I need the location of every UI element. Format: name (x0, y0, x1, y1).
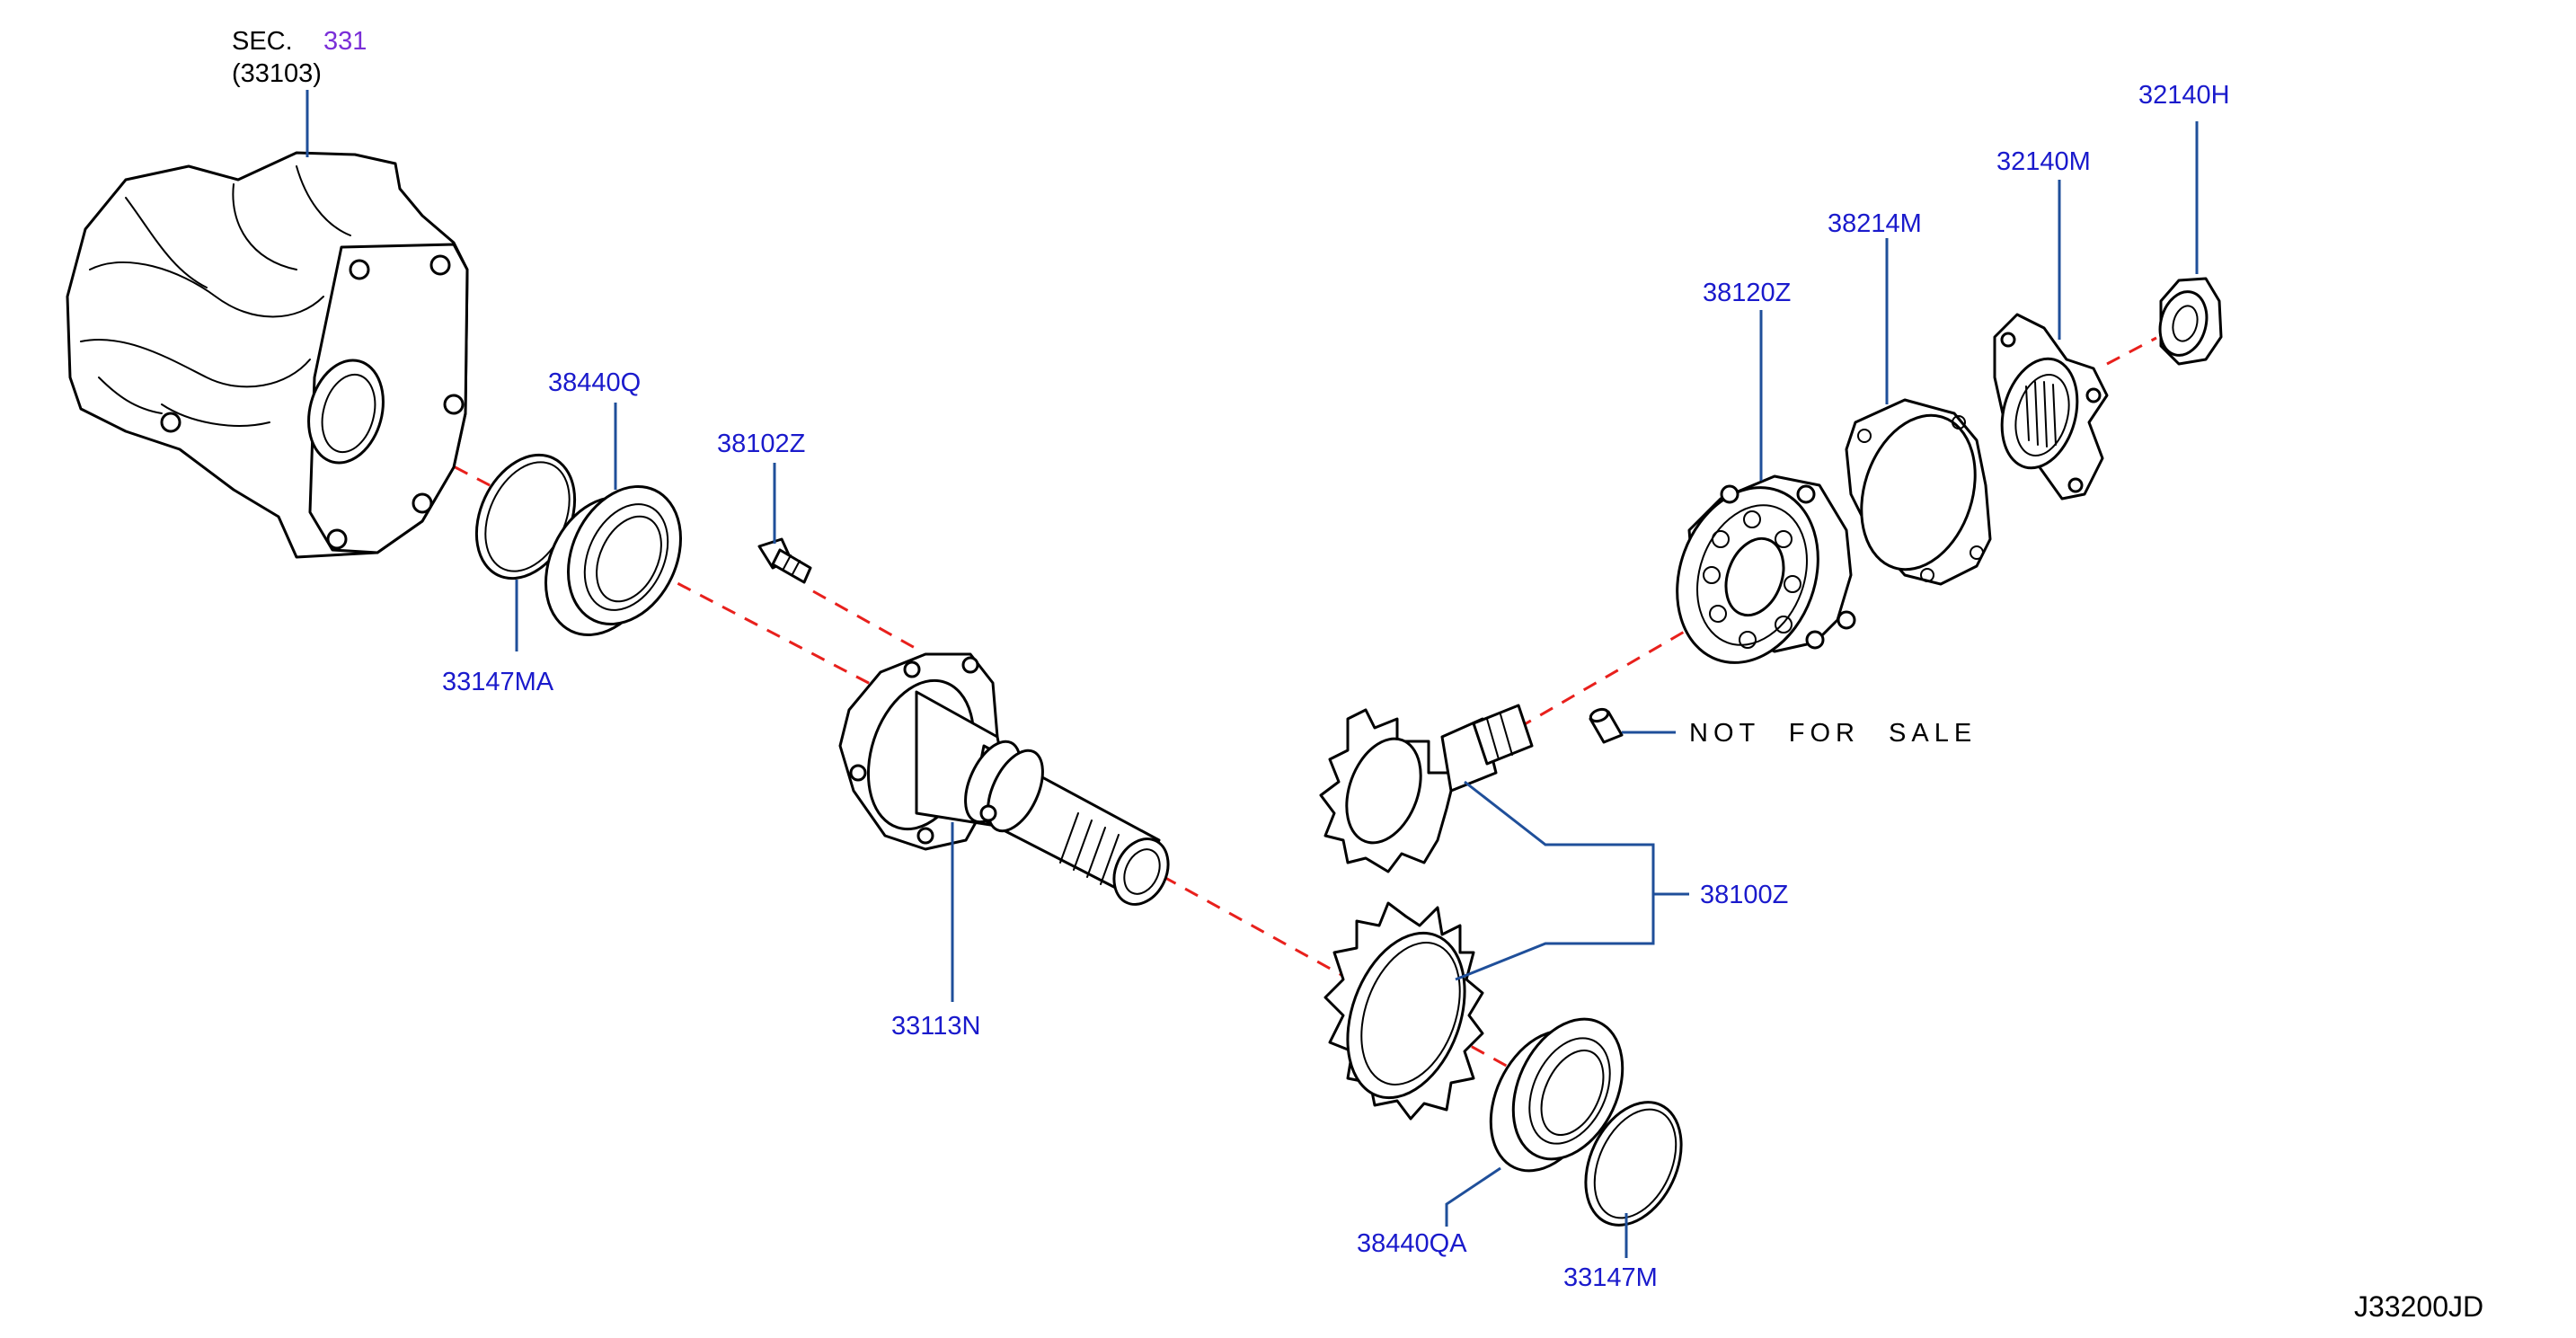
axis-bolt (812, 589, 917, 651)
part-label-38102Z[interactable]: 38102Z (717, 430, 806, 458)
part-38120Z-bearing-retainer (1676, 474, 1856, 664)
part-33147MA-o-ring (474, 453, 577, 580)
not-for-sale-note: NOT FOR SALE (1689, 719, 1978, 748)
section-prefix-label: SEC. (232, 27, 293, 56)
part-not-for-sale-pin (1589, 707, 1624, 744)
leader-38440QA (1445, 1166, 1501, 1227)
leader-lines (305, 90, 2199, 1258)
axis-pinion (1518, 596, 1744, 730)
part-32140M-companion-flange (1993, 313, 2109, 501)
diagram-code: J33200JD (2354, 1290, 2484, 1323)
transfer-case-housing (66, 151, 469, 559)
part-33147M-o-ring (1584, 1101, 1683, 1227)
part-label-38214M[interactable]: 38214M (1828, 209, 1922, 238)
part-38100Z-pinion-gear (1319, 704, 1534, 873)
part-38214M-gasket (1845, 398, 1992, 586)
part-label-32140H[interactable]: 32140H (2138, 81, 2230, 110)
axis-nut (2106, 336, 2157, 366)
part-38100Z-ring-gear (1323, 901, 1484, 1121)
part-33113N-extension-case (838, 652, 1170, 906)
part-label-33113N[interactable]: 33113N (891, 1012, 981, 1041)
part-32140H-nut (2158, 277, 2223, 366)
part-label-33147MA[interactable]: 33147MA (442, 668, 554, 696)
part-label-38100Z[interactable]: 38100Z (1700, 881, 1789, 909)
part-38440Q-bearing (544, 484, 682, 637)
part-label-38440QA[interactable]: 38440QA (1357, 1229, 1467, 1258)
part-38440QA-bearing (1489, 1017, 1624, 1173)
section-number-link[interactable]: 331 (323, 27, 367, 56)
part-label-38120Z[interactable]: 38120Z (1703, 279, 1792, 307)
part-label-32140M[interactable]: 32140M (1996, 147, 2091, 176)
part-label-38440Q[interactable]: 38440Q (548, 368, 642, 397)
part-label-33147M[interactable]: 33147M (1563, 1263, 1658, 1292)
part-38102Z-bolt (757, 537, 812, 584)
section-sub-label: (33103) (232, 59, 322, 88)
leader-38100Z-split (1455, 780, 1655, 981)
